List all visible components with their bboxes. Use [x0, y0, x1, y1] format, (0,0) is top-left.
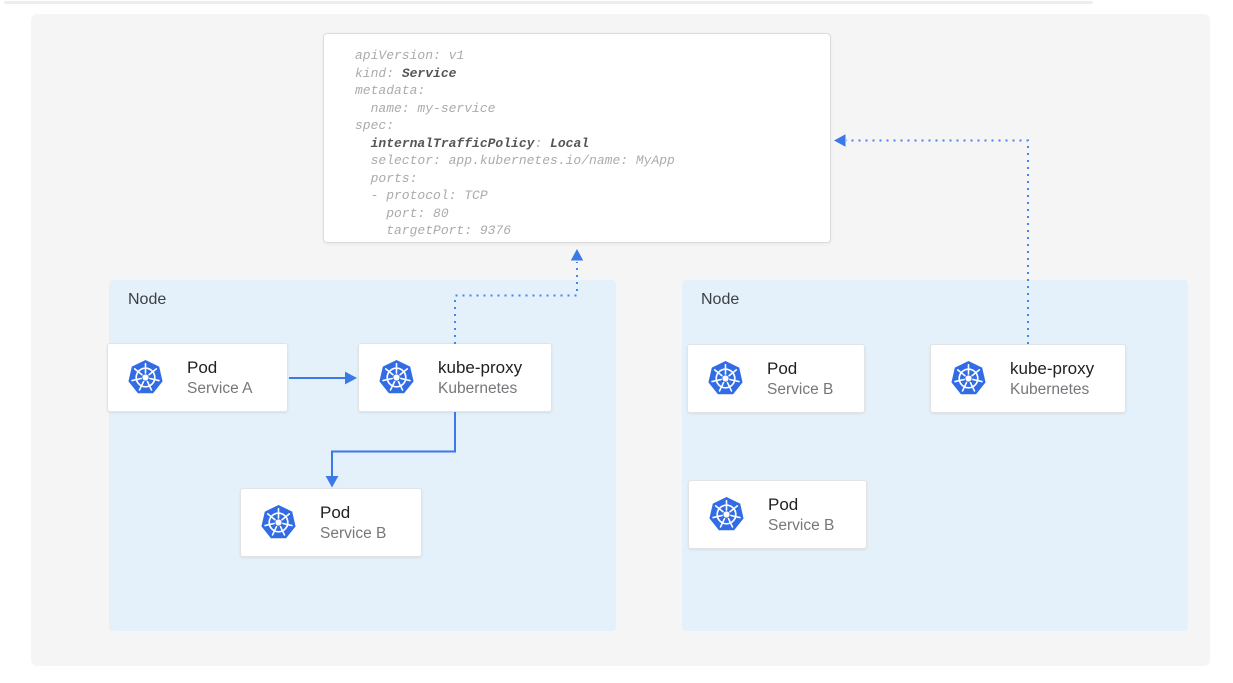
card-subtitle: Service A [187, 379, 253, 397]
top-divider [4, 1, 1093, 4]
yaml-line: selector: app.kubernetes.io/name: MyApp [355, 153, 675, 168]
kubernetes-logo-icon [260, 504, 297, 541]
node-label: Node [128, 291, 167, 308]
card-text: Pod Service A [187, 358, 252, 398]
pod-card-service-b-right-top: Pod Service B [687, 344, 865, 413]
kubernetes-logo-icon [708, 496, 745, 533]
yaml-line: - protocol: TCP [355, 188, 488, 203]
yaml-line: ports: [355, 170, 418, 186]
pod-card-service-b-right-bottom: Pod Service B [688, 480, 867, 549]
node-box-right: Node [682, 280, 1188, 631]
yaml-line: targetPort: 9376 [355, 223, 512, 238]
yaml-line: spec: [355, 118, 395, 133]
kube-proxy-card-right: kube-proxy Kubernetes [930, 344, 1126, 413]
card-text: kube-proxy Kubernetes [438, 358, 522, 398]
card-subtitle: Kubernetes [1010, 380, 1090, 398]
card-text: Pod Service B [767, 359, 833, 399]
service-yaml-card: apiVersion: v1 kind: Service metadata: nam… [323, 33, 831, 243]
card-title: Pod [768, 494, 799, 514]
card-text: Pod Service B [768, 495, 834, 535]
card-subtitle: Kubernetes [438, 379, 518, 397]
kubernetes-logo-icon [127, 359, 164, 396]
node-label: Node [701, 291, 740, 308]
card-title: kube-proxy [1010, 358, 1095, 378]
card-title: Pod [187, 357, 218, 377]
card-title: Pod [767, 358, 798, 378]
kube-proxy-card-left: kube-proxy Kubernetes [358, 343, 552, 412]
yaml-line: kind: Service [355, 65, 457, 81]
card-title: kube-proxy [438, 357, 523, 377]
card-text: kube-proxy Kubernetes [1010, 359, 1094, 399]
pod-card-service-b-left: Pod Service B [240, 488, 422, 557]
yaml-line: metadata: [355, 83, 426, 98]
pod-card-service-a: Pod Service A [107, 343, 288, 412]
yaml-line: name: my-service [355, 100, 496, 116]
yaml-line: internalTrafficPolicy: Local [370, 135, 590, 151]
card-subtitle: Service B [768, 516, 835, 534]
card-title: Pod [320, 502, 351, 522]
kubernetes-logo-icon [707, 360, 744, 397]
yaml-line: port: 80 [355, 205, 449, 221]
kubernetes-logo-icon [378, 359, 415, 396]
card-subtitle: Service B [320, 524, 387, 542]
yaml-code: apiVersion: v1 kind: Service metadata: nam… [355, 47, 830, 240]
node-box-left: Node [109, 280, 616, 631]
card-subtitle: Service B [767, 380, 834, 398]
kubernetes-logo-icon [950, 360, 987, 397]
card-text: Pod Service B [320, 503, 386, 543]
yaml-line: apiVersion: v1 [355, 48, 465, 63]
